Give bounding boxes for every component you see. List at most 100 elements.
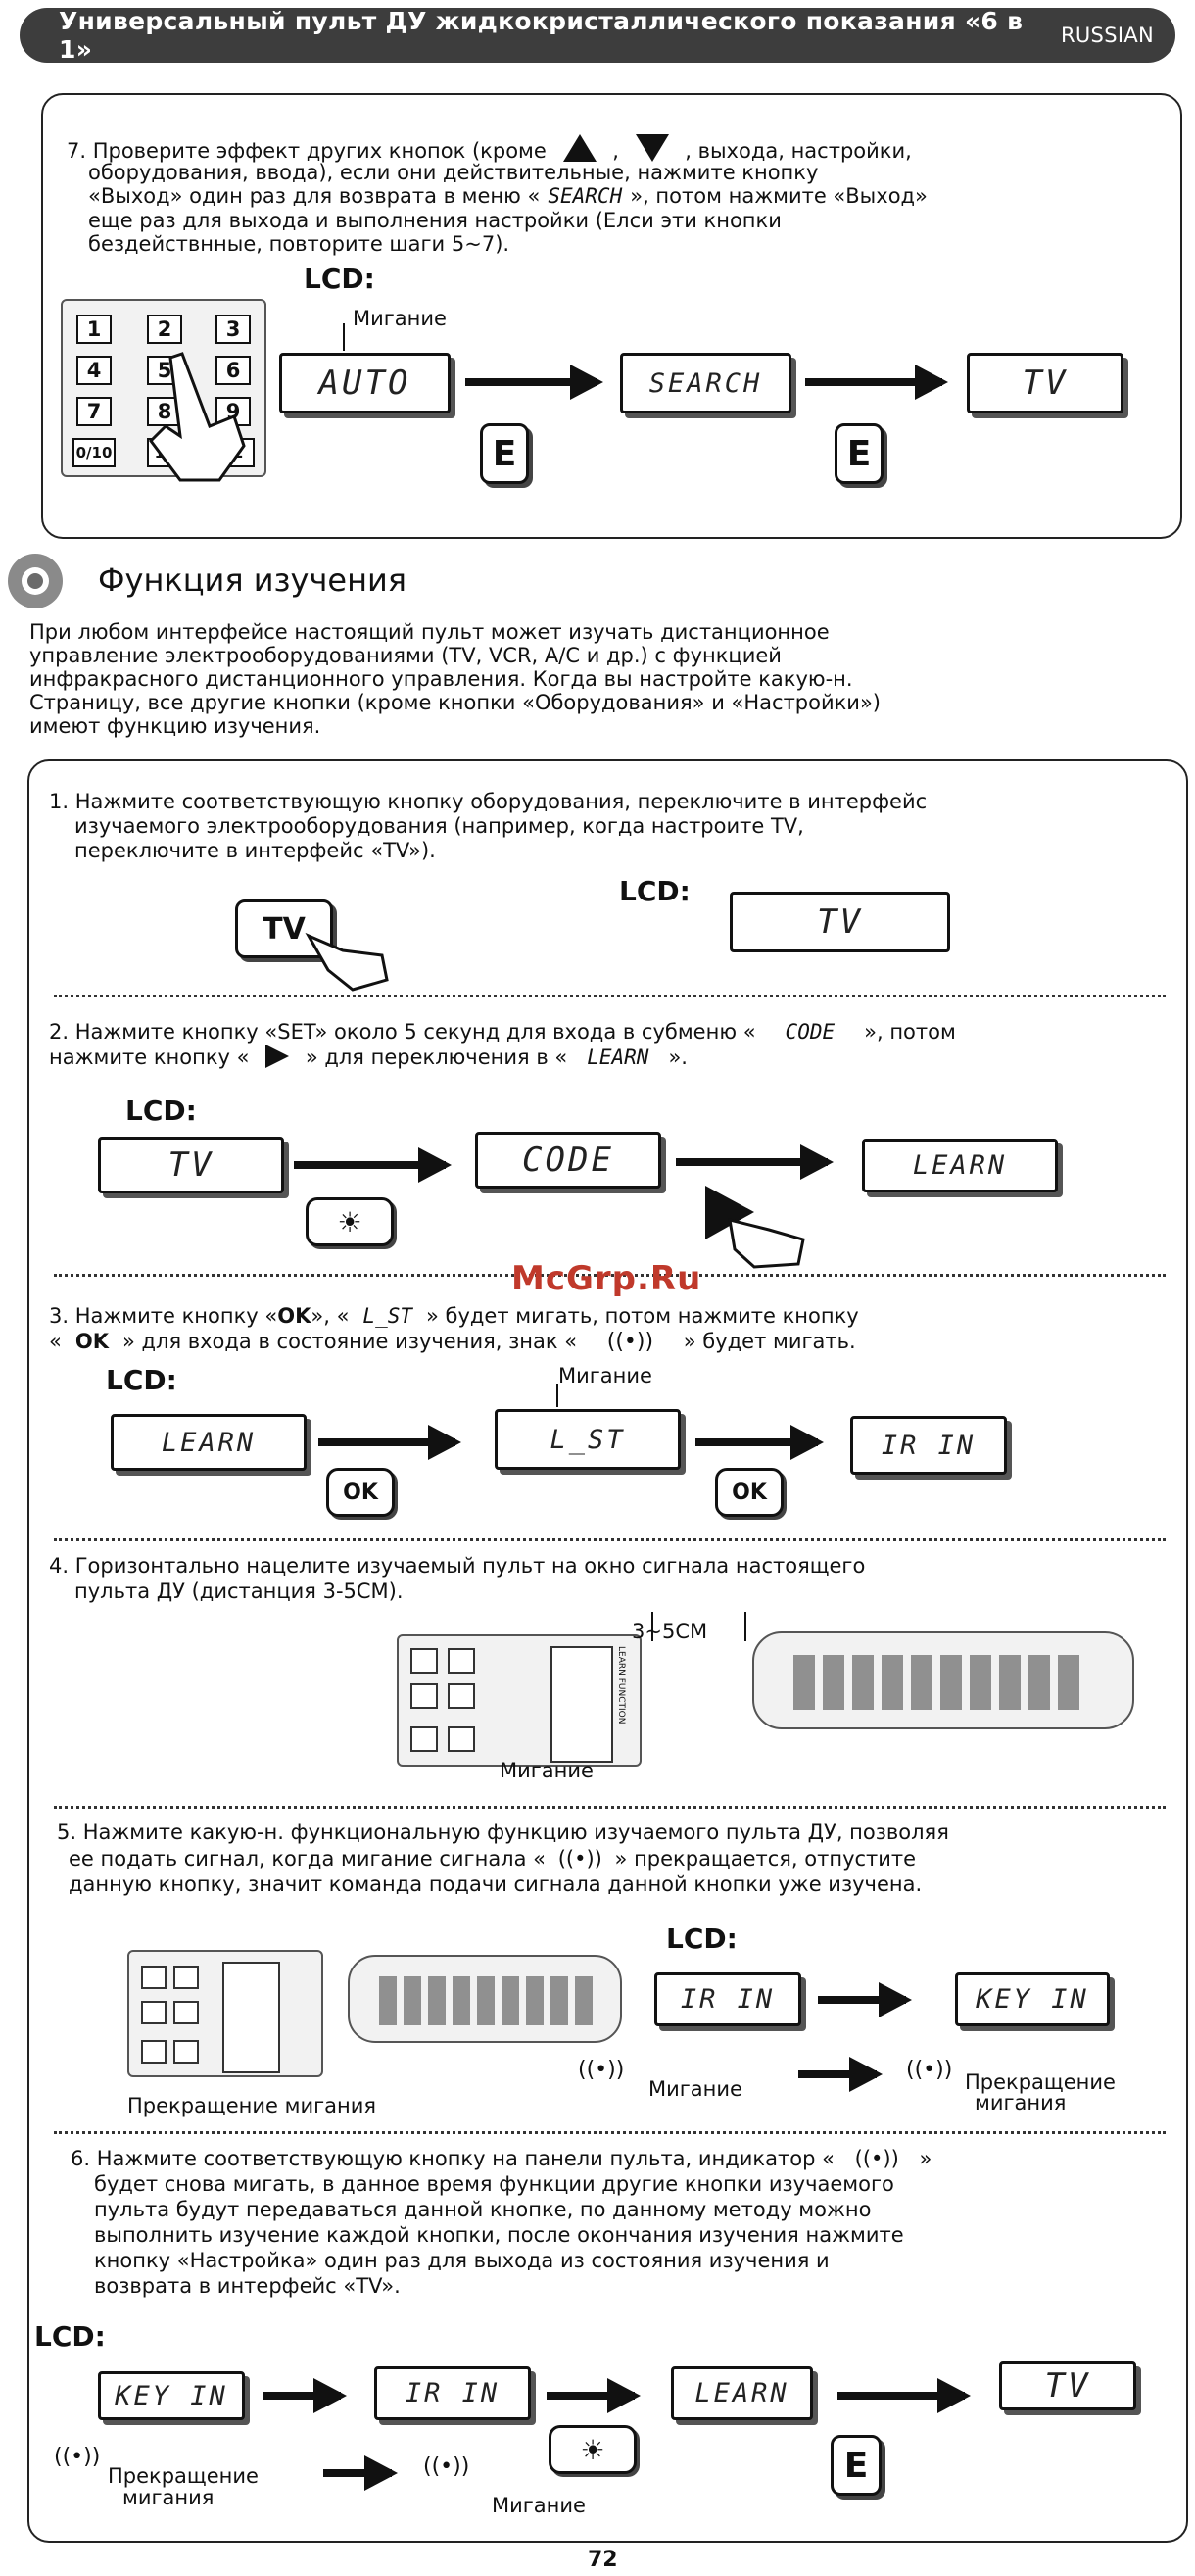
step5-stop-b: мигания <box>975 2091 1067 2114</box>
step3-line2: «OK» для входа в состояние изучения, зна… <box>49 1330 856 1354</box>
step2-arrow-1 <box>294 1147 452 1183</box>
hand-press-icon <box>305 932 389 992</box>
step7-line4: еще раз для выхода и выполнения настройк… <box>88 209 782 232</box>
key-3: 3 <box>215 315 251 344</box>
step5-blink-label: Мигание <box>648 2077 742 2101</box>
lcd-tv: TV <box>967 353 1123 413</box>
watermark: McGrp.Ru <box>511 1259 702 1298</box>
step6-arrow-4 <box>323 2455 398 2491</box>
section-bullet-icon <box>8 554 63 608</box>
step1-lcd-label: LCD: <box>619 875 691 907</box>
wifi-icon-stop: ((•)) <box>54 2445 101 2469</box>
step7-line2: оборудования, ввода), если они действите… <box>88 161 819 184</box>
bulb-icon: ☀ <box>580 2433 605 2466</box>
step4-blink-label: Мигание <box>500 1759 594 1782</box>
step5-line3: данную кнопку, значит команда подачи сиг… <box>69 1872 923 1896</box>
divider-2 <box>54 1274 1166 1277</box>
step2-lcd-tv: TV <box>98 1137 284 1193</box>
step2-arrow-2 <box>676 1144 834 1180</box>
step7-box <box>41 93 1182 539</box>
step6-line1: 6. Нажмите соответствующую кнопку на пан… <box>71 2147 932 2170</box>
section-intro-1: При любом интерфейсе настоящий пульт мож… <box>29 620 830 644</box>
key-1: 1 <box>76 315 112 344</box>
key-7: 7 <box>76 397 112 426</box>
hand-pointer-icon <box>149 352 246 482</box>
play-button-hand-icon <box>705 1186 805 1269</box>
lcd-search: SEARCH <box>620 353 791 413</box>
section-intro-5: имеют функцию изучения. <box>29 714 321 738</box>
remote-keypad: 1 2 3 4 5 6 7 8 9 0/10 11 12 <box>61 299 266 482</box>
step3-line1: 3. Нажмите кнопку «OK», «L_ST» будет миг… <box>49 1304 859 1328</box>
key-2: 2 <box>147 315 182 344</box>
step6-arrow-1 <box>263 2378 347 2413</box>
step5-stop-a: Прекращение <box>965 2070 1116 2094</box>
header-title: Универсальный пульт ДУ жидкокристалличес… <box>59 7 1024 64</box>
wifi-icon-stop: ((•)) <box>906 2058 953 2082</box>
step4-line2: пульта ДУ (дистанция 3-5CM). <box>74 1580 404 1603</box>
arrow-2 <box>805 365 948 400</box>
step2-line1: 2. Нажмите кнопку «SET» около 5 секунд д… <box>49 1020 956 1044</box>
divider-4 <box>54 1806 1166 1809</box>
step6-lcd-learn: LEARN <box>671 2366 813 2420</box>
down-triangle-icon <box>635 134 669 162</box>
ok-button-1[interactable]: OK <box>326 1468 395 1517</box>
section-intro-3: инфракрасного дистанционного управления.… <box>29 667 853 691</box>
step2-lcd-learn: LEARN <box>862 1139 1058 1192</box>
step6-arrow-2 <box>547 2378 641 2413</box>
step2-line2: нажмите кнопку « » для переключения в «L… <box>49 1045 688 1069</box>
e-button-3[interactable]: E <box>831 2435 882 2496</box>
blink-pointer-line <box>343 323 345 351</box>
step5-lcd-label: LCD: <box>666 1922 738 1955</box>
step5-stop-blink: Прекращение мигания <box>127 2094 376 2117</box>
divider-3 <box>54 1538 1166 1541</box>
step3-lcd-irin: IR IN <box>850 1416 1007 1475</box>
step5-lcd-keyin: KEY IN <box>955 1972 1110 2026</box>
section-title: Функция изучения <box>98 561 407 599</box>
step5-arrow-1 <box>818 1982 912 2017</box>
e-button-1[interactable]: E <box>480 423 529 484</box>
step3-arrow-1 <box>318 1425 461 1460</box>
step6-line6: возврата в интерфейс «TV». <box>94 2274 401 2298</box>
distance-label: 3~5CM <box>632 1620 708 1643</box>
step6-lcd-keyin: KEY IN <box>98 2371 245 2420</box>
step4-line1: 4. Горизонтально нацелите изучаемый пуль… <box>49 1554 866 1578</box>
e-button-2[interactable]: E <box>835 423 884 484</box>
step1-line2: изучаемого электрооборудования (например… <box>74 814 804 838</box>
wifi-icon-blink: ((•)) <box>578 2058 625 2082</box>
up-triangle-icon <box>562 134 597 162</box>
step6-lcd-irin: IR IN <box>374 2366 531 2420</box>
step6-stop-a: Прекращение <box>108 2464 259 2488</box>
step6-line2: будет снова мигать, в данное время функц… <box>94 2172 894 2196</box>
step6-lcd-label: LCD: <box>34 2320 106 2353</box>
step7-lcd-label: LCD: <box>304 263 375 295</box>
divider-5 <box>54 2131 1166 2134</box>
step6-stop-b: мигания <box>122 2486 215 2509</box>
key-4: 4 <box>76 356 112 385</box>
wifi-signal-icon: ((•)) <box>557 1847 602 1871</box>
step7-blink-label: Мигание <box>353 307 447 330</box>
step3-arrow-2 <box>695 1425 824 1460</box>
language-label: RUSSIAN <box>1061 24 1154 47</box>
set-button[interactable]: ☀ <box>306 1197 394 1246</box>
learned-remote <box>752 1631 1134 1729</box>
step5-learned-remote <box>348 1955 622 2043</box>
ok-button-2[interactable]: OK <box>715 1468 784 1517</box>
section-intro-4: Страницу, все другие кнопки (кроме кнопк… <box>29 691 881 714</box>
step1-lcd-tv: TV <box>730 892 950 952</box>
divider-1 <box>54 995 1166 997</box>
step2-lcd-code: CODE <box>475 1132 661 1189</box>
step5-line2: ее подать сигнал, когда мигание сигнала … <box>69 1847 917 1871</box>
key-0-10: 0/10 <box>72 438 116 467</box>
step1-line3: переключите в интерфейс «TV»). <box>74 839 436 862</box>
remote-lcd-panel: LEARN FUNCTION <box>397 1634 642 1767</box>
wifi-icon-blink: ((•)) <box>423 2454 470 2479</box>
step3-lcd-lst: L_ST <box>495 1409 681 1470</box>
step5-line1: 5. Нажмите какую-н. функциональную функц… <box>57 1821 949 1844</box>
step5-lcd-irin: IR IN <box>654 1972 801 2026</box>
play-triangle-icon <box>265 1045 290 1068</box>
step6-line5: кнопку «Настройка» один раз для выхода и… <box>94 2249 830 2272</box>
distance-marker-1 <box>651 1612 653 1641</box>
step6-line3: пульта будут передаваться данной кнопке,… <box>94 2198 872 2221</box>
step3-lcd-label: LCD: <box>106 1364 177 1396</box>
setting-button[interactable]: ☀ <box>549 2425 637 2474</box>
